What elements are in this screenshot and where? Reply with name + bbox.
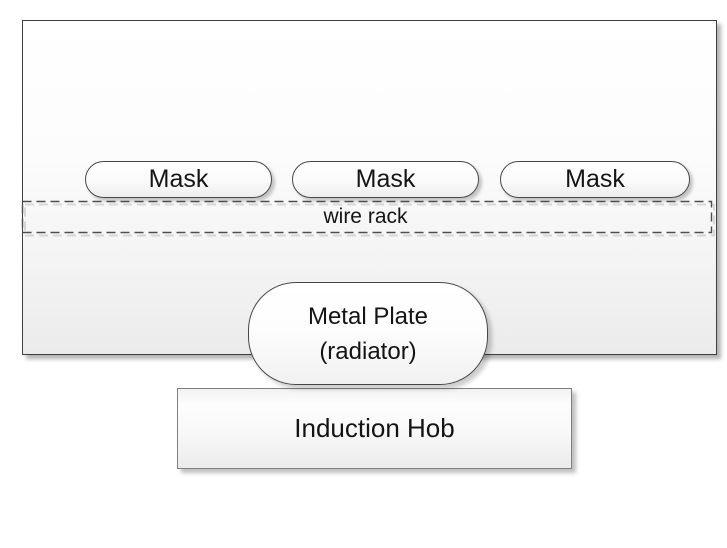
induction-hob-box: Induction Hob bbox=[177, 388, 572, 469]
mask-shape-3: Mask bbox=[500, 161, 690, 198]
metal-plate-shape: Metal Plate (radiator) bbox=[248, 282, 488, 385]
mask-label: Mask bbox=[565, 165, 625, 193]
metal-plate-label-line1: Metal Plate bbox=[307, 302, 429, 330]
mask-label: Mask bbox=[148, 165, 209, 193]
mask-shape-1: Mask bbox=[85, 161, 272, 198]
induction-hob-label: Induction Hob bbox=[294, 413, 455, 443]
metal-plate-label-line2: (radiator) bbox=[319, 337, 417, 365]
mask-shape-2: Mask bbox=[292, 161, 479, 198]
wire-rack-outline bbox=[21, 200, 715, 237]
mask-label: Mask bbox=[355, 165, 416, 193]
